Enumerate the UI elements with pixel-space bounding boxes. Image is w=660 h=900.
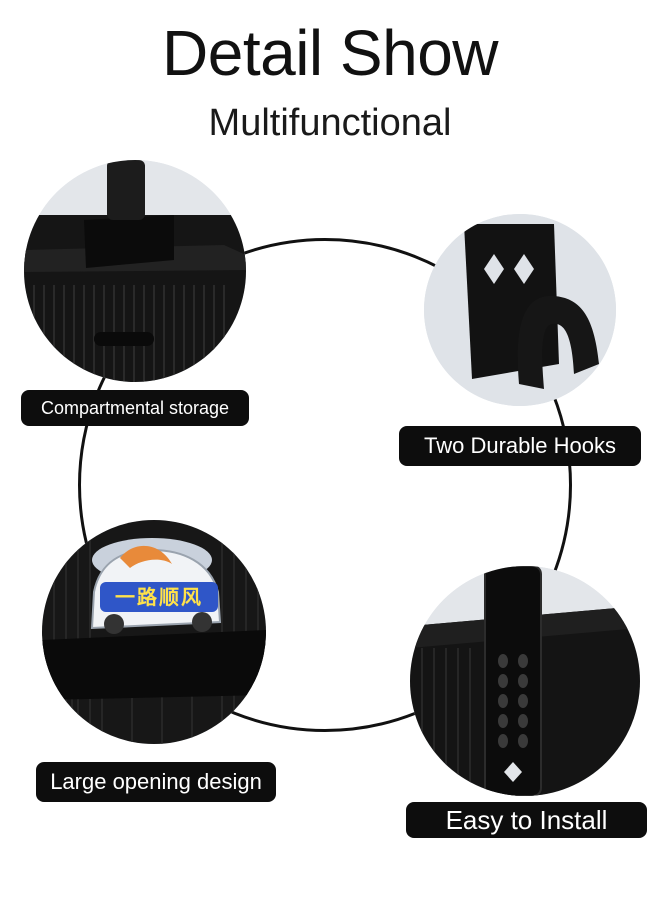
feature-label-opening: Large opening design [36, 762, 276, 802]
sticker-text: 一路顺风 [115, 585, 203, 609]
hook-icon [424, 214, 616, 406]
opening-detail-image: 一路顺风 [42, 520, 266, 744]
opening-icon [42, 520, 266, 744]
feature-label-install: Easy to Install [406, 802, 647, 838]
storage-box-icon [24, 160, 246, 382]
feature-label-hooks: Two Durable Hooks [399, 426, 641, 466]
connector-ring [78, 238, 572, 732]
page-subtitle: Multifunctional [208, 102, 452, 144]
page-title: Detail Show [162, 17, 499, 89]
storage-detail-image [24, 160, 246, 382]
install-detail-image [410, 566, 640, 796]
strap-icon [410, 566, 640, 796]
hooks-detail-image [424, 214, 616, 406]
feature-label-storage: Compartmental storage [21, 390, 249, 426]
